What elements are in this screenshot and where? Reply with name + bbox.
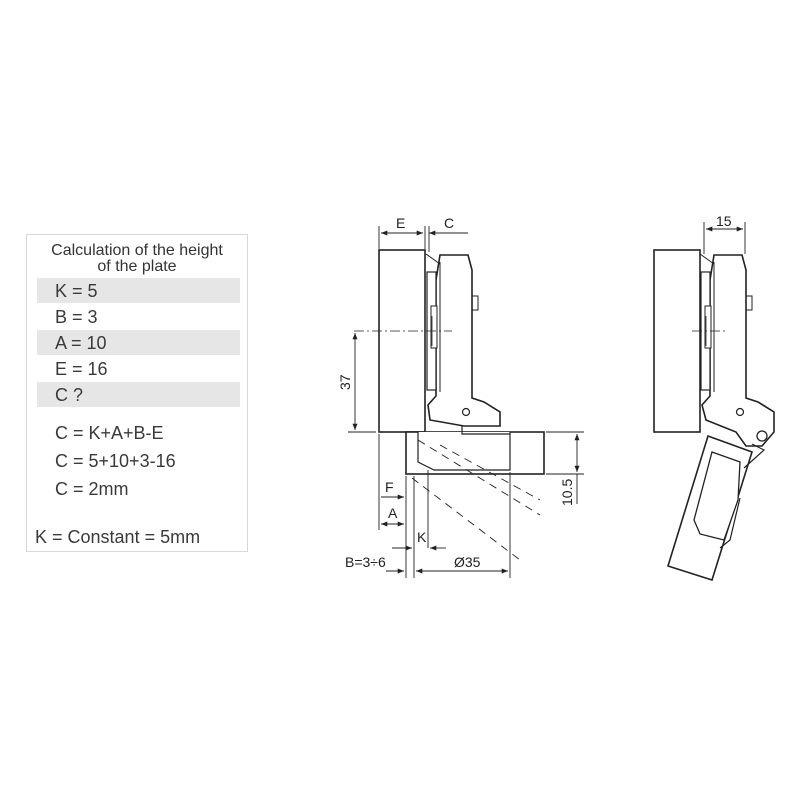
- value-e: E = 16: [55, 359, 108, 379]
- cabinet-side-panel: [653, 249, 701, 433]
- label-15: 15: [716, 213, 732, 229]
- hinge-cup: [417, 432, 511, 471]
- label-b-range: B=3÷6: [345, 554, 386, 570]
- value-k: K = 5: [37, 278, 240, 303]
- width-dimension: [703, 222, 746, 254]
- label-10-5: 10.5: [559, 479, 575, 506]
- label-e: E: [396, 215, 405, 231]
- constant-note: K = Constant = 5mm: [35, 527, 201, 547]
- label-k: K: [417, 529, 427, 545]
- value-b: B = 3: [55, 307, 98, 327]
- closed-hinge-view: [354, 249, 545, 561]
- label-a: A: [388, 505, 398, 521]
- open-hinge-view: [653, 249, 775, 582]
- label-c: C: [444, 215, 454, 231]
- panel-title-line-1: Calculation of the height: [51, 242, 223, 259]
- panel-title: Calculation of the height of the plate: [27, 243, 247, 275]
- open-hinge-arm: [701, 254, 775, 447]
- formula-line-2: C = 5+10+3-16: [55, 451, 176, 471]
- value-c: C ?: [37, 382, 240, 407]
- label-f: F: [385, 479, 394, 495]
- value-a: A = 10: [37, 330, 240, 355]
- opened-cup: [693, 451, 741, 541]
- label-cup-diameter: Ø35: [454, 554, 481, 570]
- door-panel: [378, 249, 426, 433]
- calculation-panel: Calculation of the height of the plate K…: [26, 234, 248, 552]
- formula-line-1: C = K+A+B-E: [55, 423, 164, 443]
- dimension-lines: [348, 226, 584, 578]
- hinge-arm: [427, 254, 501, 427]
- label-37: 37: [337, 374, 353, 390]
- panel-title-line-2: of the plate: [97, 258, 177, 275]
- formula-line-3: C = 2mm: [55, 479, 129, 499]
